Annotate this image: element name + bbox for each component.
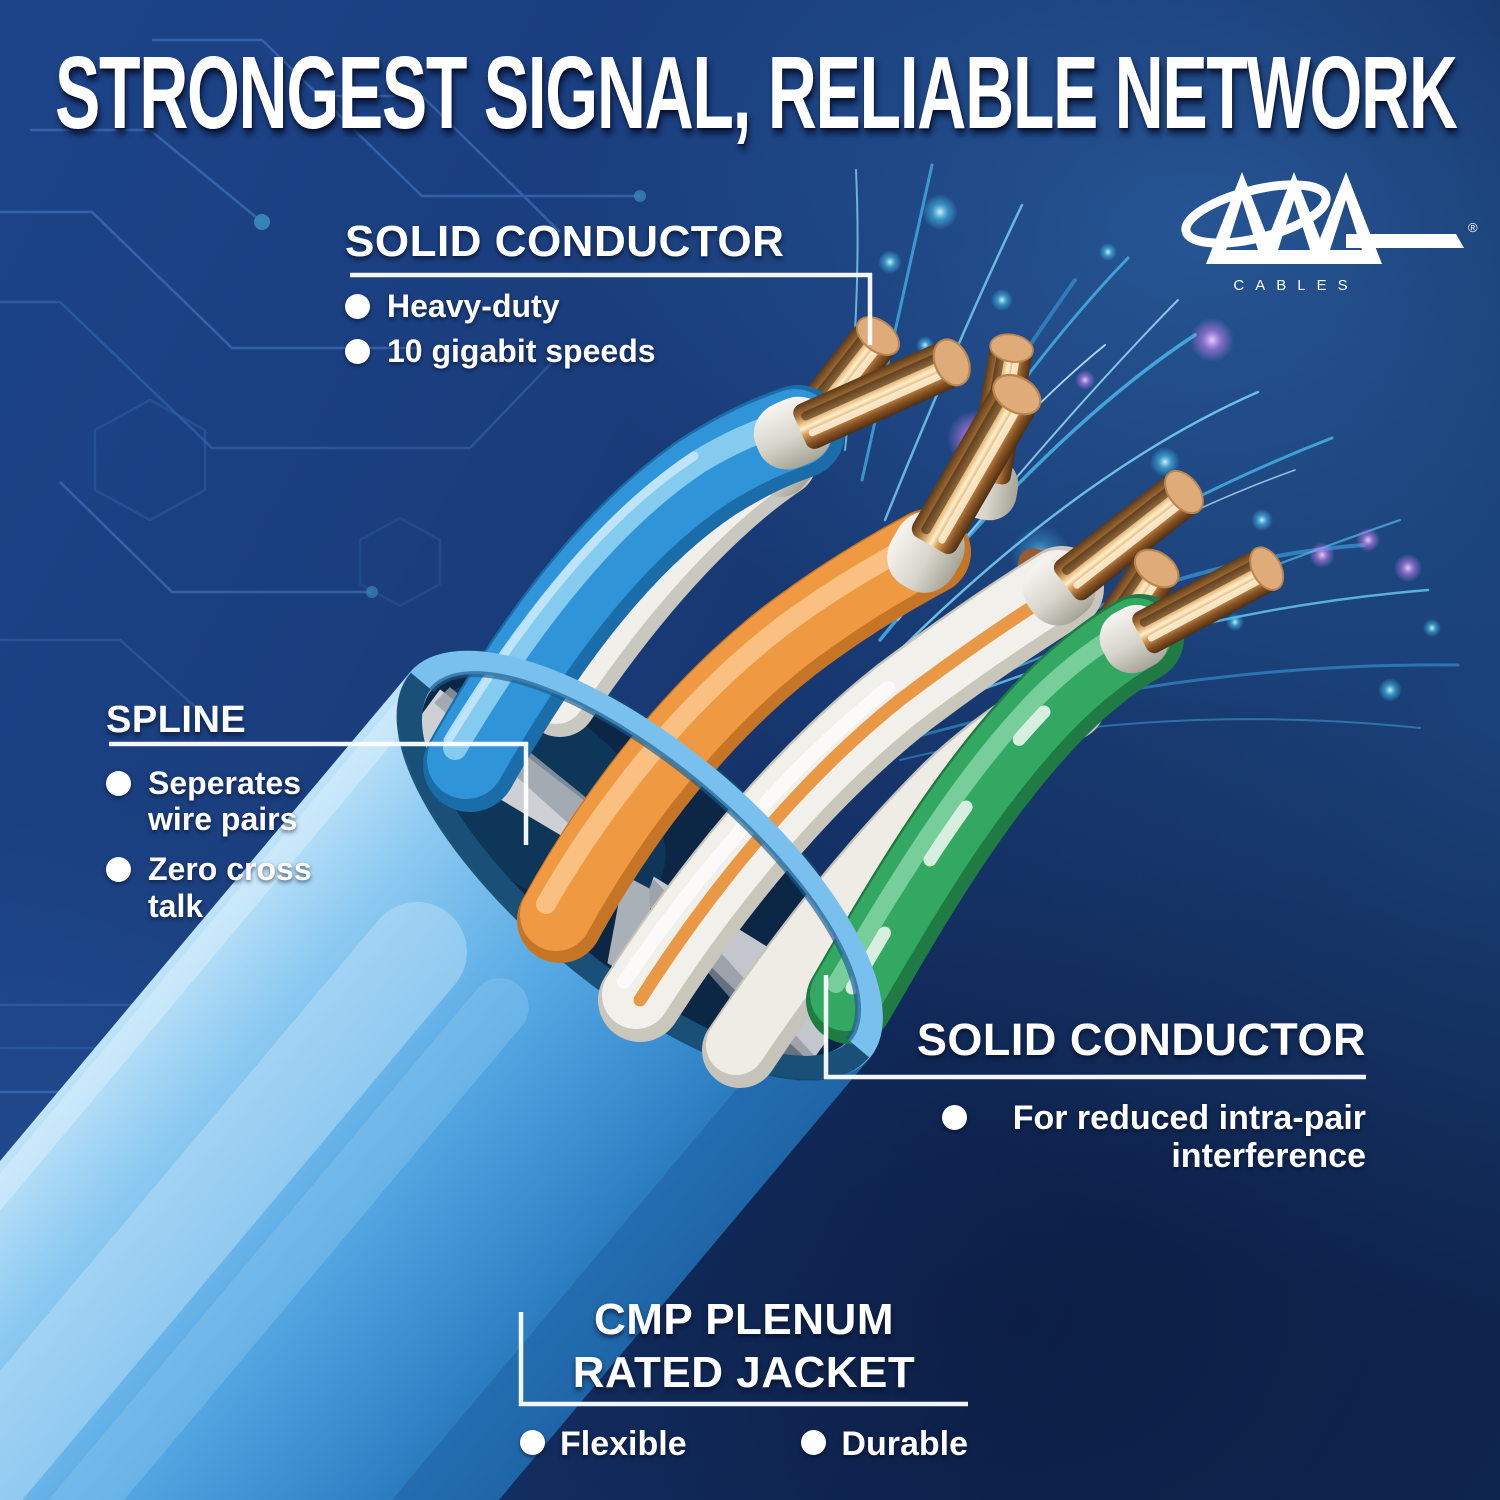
list-item: Seperates wire pairs — [106, 765, 406, 837]
bullet-text: Heavy-duty — [387, 287, 560, 324]
callout-heading: CMP PLENUM RATED JACKET — [572, 1295, 916, 1397]
bullet-dot-icon — [106, 771, 131, 797]
callout-line-conductor-top — [350, 272, 873, 345]
list-item: Zero cross talk — [106, 851, 406, 924]
aaa-logo-triangles — [1206, 172, 1382, 264]
wire-green — [806, 594, 1184, 1044]
list-item: 10 gigabit speeds — [345, 333, 885, 369]
bullet-dot-icon — [345, 293, 370, 319]
bullet-text: For reduced intra-pair interference — [1012, 1098, 1366, 1175]
bullet-dot-icon — [942, 1104, 967, 1130]
callout-line-spline — [109, 741, 529, 845]
bullet-text: Durable — [841, 1425, 968, 1463]
bullet-text: Flexible — [560, 1425, 687, 1463]
list-item: For reduced intra-pair interference — [942, 1099, 1366, 1176]
callout-bullet-list: For reduced intra-pair interference — [806, 1099, 1366, 1176]
callout-bullet-list: Seperates wire pairs Zero cross talk — [106, 765, 406, 924]
jacket-near-lip — [410, 650, 883, 1058]
callout-bullet-list: Heavy-duty 10 gigabit speeds — [345, 288, 885, 369]
callout-lines — [109, 272, 1366, 1407]
bullet-dot-icon — [520, 1430, 545, 1455]
callout-heading: SPLINE — [106, 699, 247, 741]
callout-heading: SOLID CONDUCTOR — [916, 1014, 1366, 1065]
wire-orange — [517, 509, 971, 963]
callout-spline: SPLINE Seperates wire pairs Zero cross t… — [106, 699, 406, 938]
wire-white-orange-stripe — [598, 546, 1104, 1042]
wire-pairs — [423, 302, 1296, 1088]
bullet-dot-icon — [106, 857, 131, 883]
bullet-text: 10 gigabit speeds — [387, 332, 656, 369]
list-item: Durable — [801, 1425, 968, 1463]
callout-line-conductor-right — [823, 975, 1366, 1080]
callout-cmp-plenum-jacket: CMP PLENUM RATED JACKET Flexible Durable — [518, 1293, 970, 1463]
logo-trademark: ® — [1468, 220, 1478, 235]
callout-solid-conductor-top: SOLID CONDUCTOR Heavy-duty 10 gigabit sp… — [345, 218, 885, 378]
bullet-text: Seperates wire pairs — [148, 765, 301, 838]
logo-tail — [1346, 234, 1464, 248]
callout-solid-conductor-right: SOLID CONDUCTOR For reduced intra-pair i… — [806, 1014, 1366, 1176]
bullet-text: Zero cross talk — [148, 851, 312, 924]
aaa-cables-logo: ® CABLES — [1181, 172, 1478, 294]
callout-bullet-list: Flexible Durable — [518, 1425, 970, 1463]
bullet-dot-icon — [345, 338, 370, 364]
page-title: STRONGEST SIGNAL, RELIABLE NETWORK — [55, 35, 1458, 150]
list-item: Flexible — [520, 1425, 687, 1463]
logo-cables-label: CABLES — [1233, 277, 1358, 294]
callout-line-jacket — [518, 1312, 968, 1407]
callout-heading: SOLID CONDUCTOR — [345, 217, 785, 266]
list-item: Heavy-duty — [345, 288, 885, 324]
bullet-dot-icon — [801, 1430, 827, 1455]
